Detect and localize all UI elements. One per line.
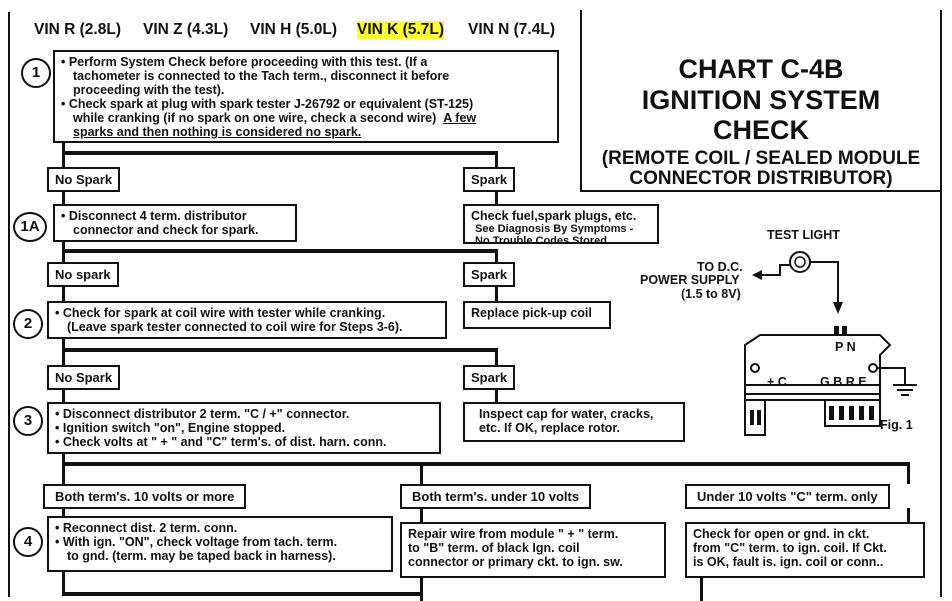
- fig-1-label: Fig. 1: [880, 418, 913, 432]
- step-2-badge: 2: [13, 309, 43, 339]
- fig-plus-c-label: + C: [767, 375, 787, 389]
- supply-arrow-icon: [752, 270, 762, 280]
- check-fuel-note: No Trouble Codes Stored: [475, 235, 608, 247]
- branch-line-1: [62, 151, 498, 155]
- probe-arrow-icon: [833, 302, 843, 314]
- label-under-10-c: Under 10 volts "C" term. only: [685, 484, 890, 509]
- step-3-line: • Ignition switch "on", Engine stopped.: [55, 421, 286, 435]
- chart-subtitle-line2: CONNECTOR DISTRIBUTOR): [629, 168, 893, 189]
- branch-drop-4a2: [420, 508, 423, 524]
- step-3-line: • Check volts at " + " and "C" term's. o…: [55, 435, 387, 449]
- frame-left: [8, 12, 10, 597]
- repair-wire-line: Repair wire from module " + " term.: [408, 527, 619, 541]
- fig-power-supply-label: POWER SUPPLY: [640, 273, 740, 287]
- step-1-badge: 1: [21, 58, 51, 88]
- vin-r: VIN R (2.8L): [34, 21, 121, 38]
- step-1-line: • Perform System Check before proceeding…: [61, 55, 428, 69]
- probe-wire: [810, 261, 839, 310]
- step-4-box: • Reconnect dist. 2 term. conn. • With i…: [47, 516, 393, 572]
- chart-title-box: CHART C-4B IGNITION SYSTEM CHECK (REMOTE…: [580, 10, 942, 192]
- branch-drop-5b: [700, 578, 703, 601]
- step-2-line: (Leave spark tester connected to coil wi…: [67, 320, 403, 334]
- chart-title: CHART C-4B: [678, 54, 844, 84]
- inspect-cap-line: etc. If OK, replace rotor.: [479, 421, 621, 435]
- step-1-underlined-line: sparks and then nothing is considered no…: [73, 125, 362, 139]
- inspect-cap-line: Inspect cap for water, cracks,: [479, 407, 654, 421]
- branch-drop-4b2: [907, 508, 910, 524]
- inspect-cap-box: Inspect cap for water, cracks, etc. If O…: [463, 402, 685, 442]
- branch-line-2: [62, 249, 498, 253]
- repair-wire-box: Repair wire from module " + " term. to "…: [400, 522, 666, 578]
- branch-drop-5a: [420, 578, 423, 601]
- branch-drop-4b: [907, 462, 910, 484]
- label-spark-2: Spark: [463, 262, 516, 287]
- repair-wire-line: connector or primary ckt. to ign. sw.: [408, 555, 623, 569]
- step-1-underlined: A few: [443, 111, 477, 125]
- vin-n: VIN N (7.4L): [468, 21, 555, 38]
- test-light-icon: [789, 251, 811, 273]
- supply-wire: [755, 264, 790, 276]
- fig-pn-label: P N: [835, 340, 856, 354]
- step-4-line: • With ign. "ON", check voltage from tac…: [55, 535, 338, 549]
- step-3-box: • Disconnect distributor 2 term. "C / +"…: [47, 402, 441, 454]
- step-1a-line: connector and check for spark.: [73, 223, 259, 237]
- step-1-line: while cranking (if no spark on one wire,…: [73, 111, 437, 125]
- branch-line-5: [62, 592, 422, 596]
- chart-title-line2: IGNITION SYSTEM: [641, 85, 881, 115]
- branch-line-3: [62, 348, 498, 352]
- replace-pickup-box: Replace pick-up coil: [463, 301, 611, 329]
- check-open-line: is OK, fault is. ign. coil or conn..: [693, 555, 884, 569]
- vin-h: VIN H (5.0L): [250, 21, 337, 38]
- fig-to-dc-label: TO D.C.: [697, 260, 743, 274]
- label-both-10-more: Both term's. 10 volts or more: [43, 484, 247, 509]
- step-4-line: • Reconnect dist. 2 term. conn.: [55, 521, 238, 535]
- label-no-spark-2: No spark: [47, 262, 119, 287]
- frame-right: [940, 10, 942, 597]
- label-no-spark-1: No Spark: [47, 167, 121, 192]
- check-fuel-note: See Diagnosis By Symptoms -: [475, 223, 634, 235]
- step-1a-badge: 1A: [13, 212, 47, 242]
- step-1a-box: • Disconnect 4 term. distributor connect…: [53, 204, 297, 242]
- label-spark-3: Spark: [463, 365, 516, 390]
- step-2-line: • Check for spark at coil wire with test…: [55, 306, 386, 320]
- branch-line-4: [62, 462, 910, 466]
- ground-wire: [877, 367, 906, 385]
- step-1a-line: • Disconnect 4 term. distributor: [61, 209, 247, 223]
- step-1-line: • Check spark at plug with spark tester …: [61, 97, 474, 111]
- vin-z: VIN Z (4.3L): [143, 21, 229, 38]
- check-open-line: Check for open or gnd. in ckt.: [693, 527, 870, 541]
- step-3-badge: 3: [13, 406, 43, 436]
- label-spark-1: Spark: [463, 167, 516, 192]
- branch-drop-4a: [420, 462, 423, 484]
- branch-drop-1: [495, 151, 498, 168]
- step-1-line: tachometer is connected to the Tach term…: [73, 69, 450, 83]
- check-fuel-box: Check fuel,spark plugs, etc. See Diagnos…: [463, 204, 659, 247]
- step-3-line: • Disconnect distributor 2 term. "C / +"…: [55, 407, 350, 421]
- fig-gbre-label: G B R E: [820, 375, 867, 389]
- module-body: [744, 334, 892, 401]
- branch-drop-2b: [495, 285, 498, 303]
- chart-subtitle: (REMOTE COIL / SEALED MODULE: [601, 148, 921, 169]
- ignition-module-figure: [744, 251, 917, 436]
- step-4-badge: 4: [13, 527, 43, 557]
- branch-drop-3b: [495, 389, 498, 404]
- step-1-line: proceeding with the test).: [73, 83, 225, 97]
- chart-title-line3: CHECK: [712, 115, 809, 145]
- step-1-box: • Perform System Check before proceeding…: [53, 50, 559, 143]
- vin-k-highlighted: VIN K (5.7L): [357, 21, 444, 39]
- repair-wire-line: to "B" term. of black Ign. coil: [408, 541, 580, 555]
- fig-test-light-label: TEST LIGHT: [767, 228, 840, 242]
- step-2-box: • Check for spark at coil wire with test…: [47, 301, 447, 339]
- check-fuel-line: Check fuel,spark plugs, etc.: [471, 209, 637, 223]
- step-4-line: to gnd. (term. may be taped back in harn…: [67, 549, 336, 563]
- branch-drop-1b: [495, 192, 498, 206]
- branch-drop-2: [495, 249, 498, 263]
- label-no-spark-3: No Spark: [47, 365, 121, 390]
- check-open-line: from "C" term. to ign. coil. If Ckt.: [693, 541, 887, 555]
- check-open-box: Check for open or gnd. in ckt. from "C" …: [685, 522, 925, 578]
- fig-voltage-label: (1.5 to 8V): [681, 287, 741, 301]
- label-both-under-10: Both term's. under 10 volts: [400, 484, 592, 509]
- branch-drop-3: [495, 348, 498, 366]
